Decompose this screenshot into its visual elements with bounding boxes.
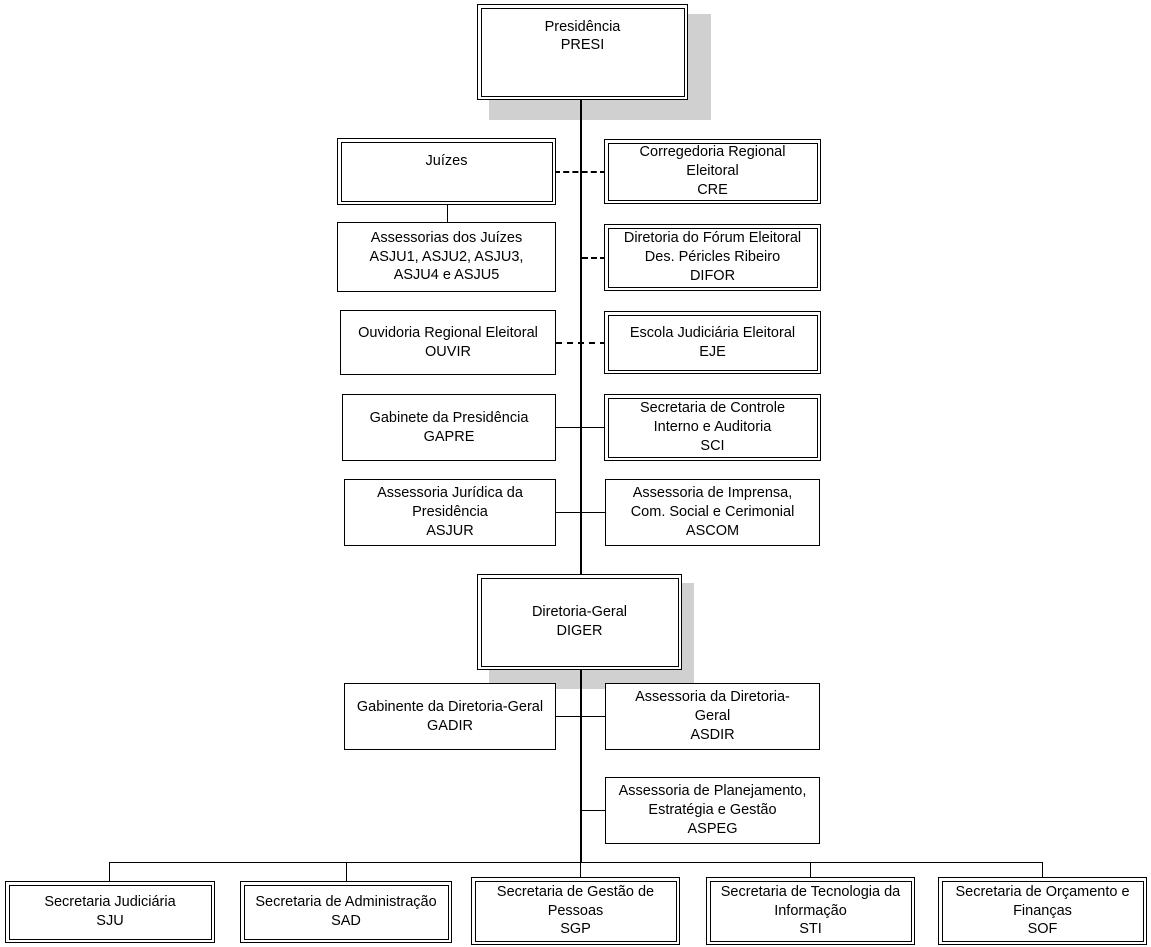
connector-ouvir-eje: [556, 342, 606, 344]
node-sti[interactable]: Secretaria de Tecnologia da Informação S…: [706, 877, 915, 945]
node-aspeg-label: Assessoria de Planejamento, Estratégia e…: [618, 783, 807, 837]
node-juizes-label: Juízes: [425, 152, 468, 169]
node-sof[interactable]: Secretaria de Orçamento e Finanças SOF: [938, 877, 1147, 945]
node-sad[interactable]: Secretaria de Administração SAD: [240, 881, 452, 943]
node-diretoria-geral-inner: Diretoria-Geral DIGER: [480, 577, 679, 667]
node-asjur-label: Assessoria Jurídica da Presidência ASJUR: [377, 485, 523, 539]
node-diretoria-geral[interactable]: Diretoria-Geral DIGER: [477, 574, 682, 670]
drop-sad: [346, 862, 348, 882]
node-eje-inner: Escola Judiciária Eleitoral EJE: [607, 314, 818, 371]
node-ouvir[interactable]: Ouvidoria Regional Eleitoral OUVIR: [340, 310, 556, 375]
connector-gapre-sci: [555, 427, 607, 429]
node-sci[interactable]: Secretaria de Controle Interno e Auditor…: [604, 394, 821, 461]
node-sgp[interactable]: Secretaria de Gestão de Pessoas SGP: [471, 877, 680, 945]
node-sti-inner: Secretaria de Tecnologia da Informação S…: [709, 880, 912, 942]
node-difor[interactable]: Diretoria do Fórum Eleitoral Des. Péricl…: [604, 224, 821, 291]
node-ascom[interactable]: Assessoria de Imprensa, Com. Social e Ce…: [605, 479, 820, 546]
node-asjur[interactable]: Assessoria Jurídica da Presidência ASJUR: [344, 479, 556, 546]
node-aspeg[interactable]: Assessoria de Planejamento, Estratégia e…: [605, 777, 820, 844]
node-cre[interactable]: Corregedoria Regional Eleitoral CRE: [604, 139, 821, 204]
spine-presi-diger: [580, 98, 583, 576]
node-sof-inner: Secretaria de Orçamento e Finanças SOF: [941, 880, 1144, 942]
node-eje[interactable]: Escola Judiciária Eleitoral EJE: [604, 311, 821, 374]
node-gapre[interactable]: Gabinete da Presidência GAPRE: [342, 394, 556, 461]
node-sju-label: Secretaria Judiciária SJU: [44, 894, 176, 929]
node-sju[interactable]: Secretaria Judiciária SJU: [5, 881, 215, 943]
node-sci-label: Secretaria de Controle Interno e Auditor…: [639, 400, 786, 454]
node-asju-label: Assessorias dos Juízes ASJU1, ASJU2, ASJ…: [369, 229, 524, 284]
connector-spine-difor: [582, 257, 606, 259]
connector-asjur-ascom: [555, 512, 607, 514]
node-sof-label: Secretaria de Orçamento e Finanças SOF: [955, 883, 1130, 938]
node-gadir[interactable]: Gabinente da Diretoria-Geral GADIR: [344, 683, 556, 750]
drop-sof: [1042, 862, 1044, 882]
drop-sti: [810, 862, 812, 882]
node-presidencia-inner: Presidência PRESI: [480, 7, 685, 97]
secretarias-bus: [109, 862, 1043, 864]
node-eje-label: Escola Judiciária Eleitoral EJE: [629, 324, 796, 360]
node-gadir-label: Gabinente da Diretoria-Geral GADIR: [356, 698, 544, 734]
connector-spine-aspeg: [582, 810, 606, 812]
node-sci-inner: Secretaria de Controle Interno e Auditor…: [607, 397, 818, 458]
node-cre-label: Corregedoria Regional Eleitoral CRE: [639, 144, 786, 198]
node-difor-label: Diretoria do Fórum Eleitoral Des. Péricl…: [623, 230, 802, 284]
connector-juizes-asju: [447, 204, 449, 222]
node-presidencia-label: Presidência PRESI: [544, 18, 621, 54]
drop-sgp: [580, 862, 582, 882]
node-juizes[interactable]: Juízes: [337, 138, 556, 205]
node-difor-inner: Diretoria do Fórum Eleitoral Des. Péricl…: [607, 227, 818, 288]
node-sad-inner: Secretaria de Administração SAD: [243, 884, 449, 940]
drop-sju: [109, 862, 111, 882]
node-gapre-label: Gabinete da Presidência GAPRE: [369, 409, 529, 445]
node-sju-inner: Secretaria Judiciária SJU: [8, 884, 212, 940]
node-asju[interactable]: Assessorias dos Juízes ASJU1, ASJU2, ASJ…: [337, 222, 556, 292]
node-asdir-label: Assessoria da Diretoria- Geral ASDIR: [635, 689, 790, 743]
node-sad-label: Secretaria de Administração SAD: [255, 894, 437, 929]
node-sgp-label: Secretaria de Gestão de Pessoas SGP: [496, 883, 655, 938]
connector-gadir-asdir: [555, 716, 607, 718]
connector-juizes-cre: [554, 171, 606, 173]
node-sgp-inner: Secretaria de Gestão de Pessoas SGP: [474, 880, 677, 942]
node-ouvir-label: Ouvidoria Regional Eleitoral OUVIR: [358, 324, 538, 360]
node-sti-label: Secretaria de Tecnologia da Informação S…: [720, 883, 901, 938]
node-presidencia[interactable]: Presidência PRESI: [477, 4, 688, 100]
node-juizes-inner: Juízes: [340, 141, 553, 202]
node-diretoria-geral-label: Diretoria-Geral DIGER: [531, 604, 628, 639]
node-asdir[interactable]: Assessoria da Diretoria- Geral ASDIR: [605, 683, 820, 750]
spine-diger-secretarias: [580, 663, 583, 863]
node-cre-inner: Corregedoria Regional Eleitoral CRE: [607, 142, 818, 201]
node-ascom-label: Assessoria de Imprensa, Com. Social e Ce…: [630, 485, 795, 539]
